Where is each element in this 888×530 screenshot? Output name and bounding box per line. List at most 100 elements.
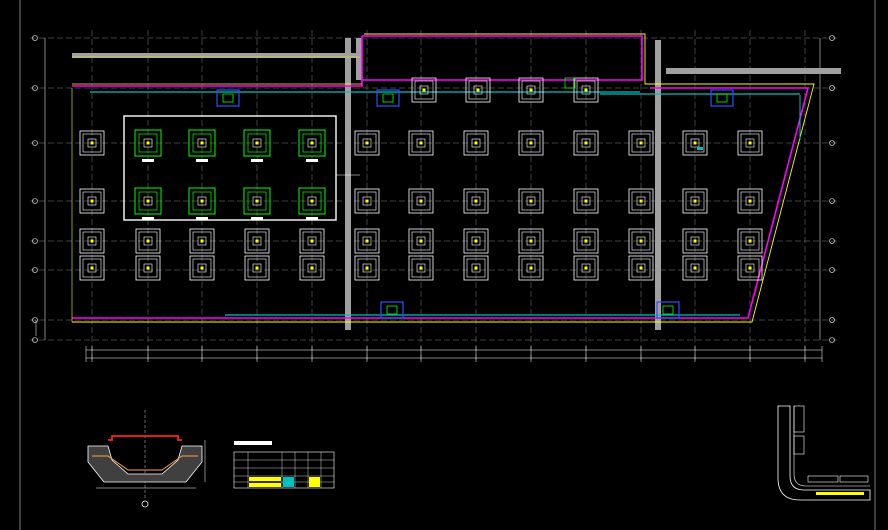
column-footing-icon [682, 255, 708, 281]
column-footing-icon [573, 188, 599, 214]
grid-axis-bubble-icon [829, 35, 835, 41]
column-footing-icon [134, 129, 162, 162]
column-footing-icon [243, 129, 271, 162]
column-footing-icon [189, 228, 215, 254]
table-frame [233, 451, 335, 489]
column-footing-icon [188, 187, 216, 220]
table-cell-fill [249, 477, 281, 481]
grid-axis-bubble-icon [32, 317, 38, 323]
column-footing-icon [573, 255, 599, 281]
column-footing-icon [79, 130, 105, 156]
column-footing-icon [134, 187, 162, 220]
sump-pit-icon [697, 147, 703, 150]
grid-axis-bubble-icon [32, 85, 38, 91]
outline-magenta [72, 87, 810, 319]
column-footing-icon [628, 130, 654, 156]
column-footing-icon [79, 188, 105, 214]
enlarged-footing-callout [123, 115, 360, 221]
column-footing-icon [354, 228, 380, 254]
grid-axis-bubble-icon [829, 317, 835, 323]
column-footing-icon [573, 77, 599, 103]
grid-axis-bubble-icon [829, 140, 835, 146]
column-footing-icon [354, 130, 380, 156]
column-footing-icon [189, 255, 215, 281]
column-footing-icon [188, 129, 216, 162]
column-footing-icon [518, 255, 544, 281]
column-footing-icon [463, 130, 489, 156]
outline-magenta [72, 80, 363, 87]
sump-pit-icon [380, 301, 404, 319]
column-footing-icon [573, 228, 599, 254]
key-plan-slot [793, 435, 805, 455]
drawing-frame [19, 0, 876, 530]
column-footing-icon [79, 228, 105, 254]
table-cell-fill [309, 477, 320, 487]
column-footing-icon [463, 228, 489, 254]
grid-axis-bubble-icon [829, 267, 835, 273]
column-footing-icon [354, 188, 380, 214]
column-footing-icon [244, 255, 270, 281]
column-footing-icon [628, 255, 654, 281]
wall-band [666, 68, 841, 74]
table-cell-fill [249, 483, 281, 487]
column-footing-icon [299, 255, 325, 281]
column-footings [79, 77, 763, 281]
key-plan-slot [839, 475, 869, 483]
sump-pit-icon [376, 89, 400, 107]
key-plan-slot [793, 405, 805, 433]
column-footing-icon [737, 188, 763, 214]
key-plan-slot [807, 475, 839, 483]
column-footing-icon [682, 130, 708, 156]
column-footing-icon [135, 255, 161, 281]
column-footing-icon [465, 77, 491, 103]
grid-axis-bubble-icon [829, 337, 835, 343]
column-footing-icon [243, 187, 271, 220]
column-footing-icon [408, 255, 434, 281]
sump-pit-icon [216, 89, 240, 107]
column-footing-icon [737, 255, 763, 281]
column-footing-icon [573, 130, 599, 156]
wall-band [655, 40, 661, 330]
grid-axis-bubble-icon [32, 238, 38, 244]
column-footing-icon [408, 130, 434, 156]
column-footing-icon [298, 129, 326, 162]
schedule-table [233, 441, 335, 489]
outline-magenta [361, 35, 643, 81]
column-footing-icon [628, 228, 654, 254]
grid-axis-bubble-icon [32, 35, 38, 41]
section-rebar [108, 435, 182, 441]
wall-band [345, 38, 351, 330]
table-cell-fill [283, 477, 294, 487]
sump-pit-icon [656, 301, 680, 319]
column-footing-icon [737, 130, 763, 156]
key-plan-inner [793, 406, 870, 487]
grid-axis-bubble-icon [829, 238, 835, 244]
wall-outlines [71, 33, 841, 330]
section-waterproof [92, 455, 198, 471]
key-plan-label-underline [816, 492, 864, 495]
pit-section-detail [87, 410, 206, 508]
sump-pit-icon [564, 77, 576, 89]
wall-band [72, 53, 360, 58]
column-footing-icon [408, 228, 434, 254]
wall-band [356, 38, 362, 80]
column-footing-icon [518, 188, 544, 214]
corner-key-plan [777, 405, 871, 501]
column-footing-icon [408, 188, 434, 214]
column-footing-icon [411, 77, 437, 103]
sump-pit-icon [710, 89, 734, 107]
column-footing-icon [518, 77, 544, 103]
column-footing-icon [518, 130, 544, 156]
grid-axis-bubble-icon [829, 85, 835, 91]
grid-axis-bubble-icon [32, 140, 38, 146]
key-plan-outline [777, 405, 871, 501]
column-footing-icon [682, 188, 708, 214]
column-footing-icon [244, 228, 270, 254]
column-footing-icon [299, 228, 325, 254]
dimension-lines [35, 320, 823, 362]
grid-axis-bubble-icon [32, 337, 38, 343]
section-marker-icon [141, 500, 149, 508]
grid-axis-bubble-icon [32, 267, 38, 273]
